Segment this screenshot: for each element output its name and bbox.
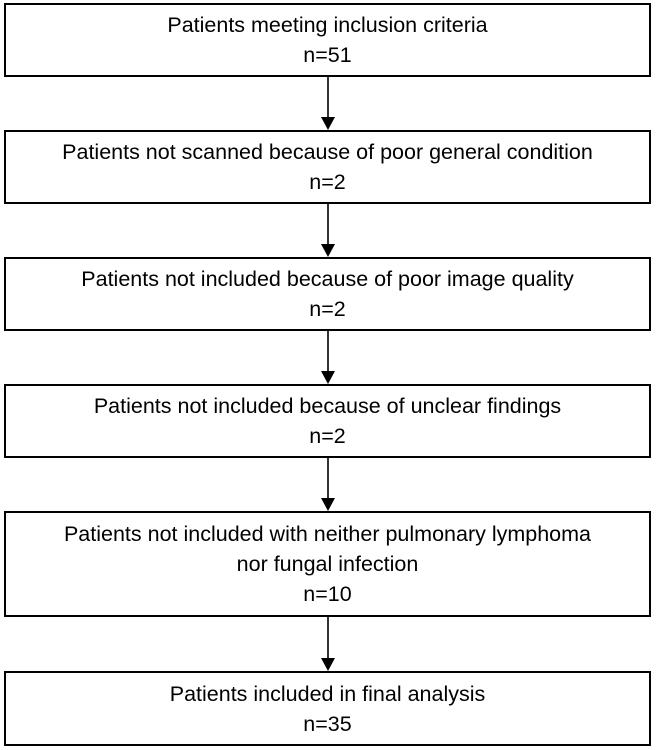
step-count: n=51 (303, 43, 352, 67)
step-label: Patients not scanned because of poor gen… (62, 140, 593, 164)
step-box-inclusion-criteria: Patients meeting inclusion criteria n=51 (4, 3, 651, 77)
step-label-continued: nor fungal infection (236, 552, 419, 576)
step-label: Patients included in final analysis (169, 681, 486, 706)
flow-arrow (318, 331, 338, 384)
flow-arrow (318, 77, 338, 130)
step-count: n=2 (309, 170, 346, 194)
flow-arrow (318, 204, 338, 257)
flow-arrow (318, 458, 338, 511)
step-label: Patients not included because of unclear… (93, 394, 562, 418)
step-count: n=10 (303, 582, 352, 606)
step-box-not-scanned: Patients not scanned because of poor gen… (4, 130, 651, 204)
step-label: Patients meeting inclusion criteria (167, 13, 488, 37)
flow-arrow (318, 617, 338, 671)
step-box-unclear-findings: Patients not included because of unclear… (4, 384, 651, 458)
step-box-final-analysis: Patients included in final analysis n=35 (4, 671, 651, 746)
step-count: n=2 (309, 297, 346, 321)
step-label: Patients not included because of poor im… (81, 267, 574, 291)
step-count: n=35 (303, 711, 352, 736)
step-box-neither-diagnosis: Patients not included with neither pulmo… (4, 511, 651, 617)
step-label: Patients not included with neither pulmo… (63, 522, 592, 546)
step-box-poor-image-quality: Patients not included because of poor im… (4, 257, 651, 331)
step-count: n=2 (309, 424, 346, 448)
